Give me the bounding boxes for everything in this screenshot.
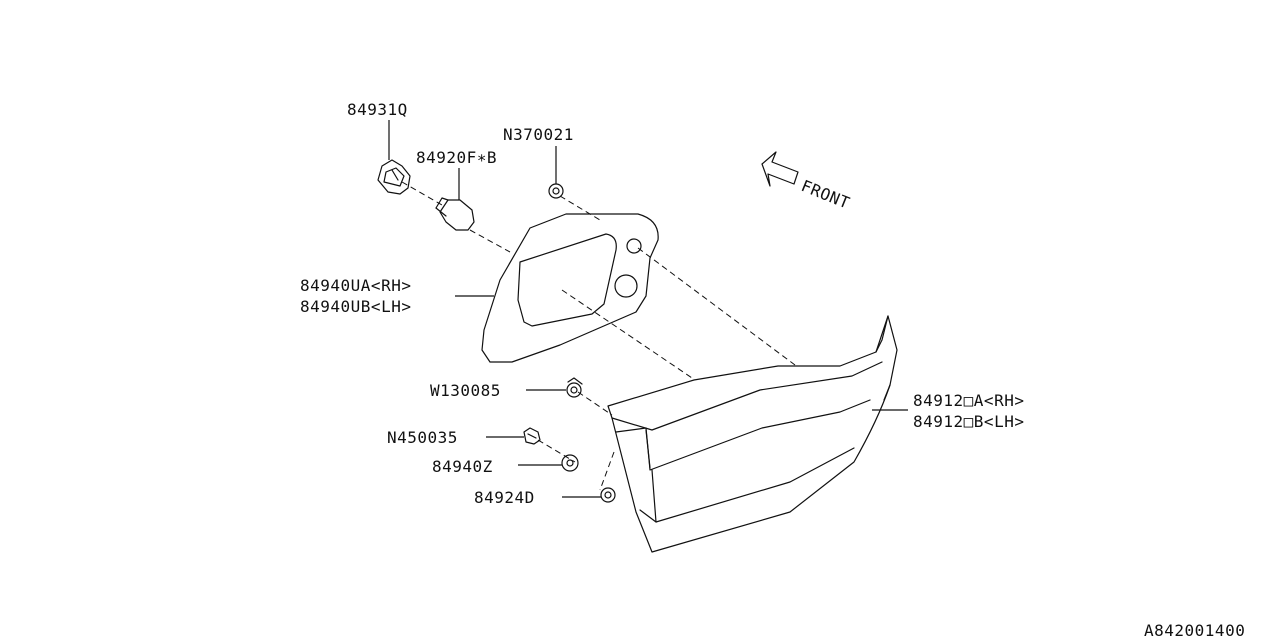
callout-84912A: 84912□A<RH>: [913, 391, 1024, 410]
callout-W130085: W130085: [430, 381, 501, 400]
front-arrow-icon: [761, 151, 799, 187]
callout-84931Q: 84931Q: [347, 100, 408, 119]
grommet-part: [561, 454, 579, 472]
cap-part: [600, 487, 616, 503]
callout-84940Z: 84940Z: [432, 457, 493, 476]
clip-part: [548, 183, 564, 199]
lamp-housing-part: [607, 315, 898, 553]
bulb-part: [435, 197, 475, 231]
leader-lines: [388, 120, 908, 498]
callout-84940UA: 84940UA<RH>: [300, 276, 411, 295]
callout-84924D: 84924D: [474, 488, 535, 507]
diagram-code: A842001400: [1144, 621, 1245, 640]
front-label: FRONT: [799, 176, 853, 213]
callout-84920F: 84920F∗B: [416, 148, 497, 167]
callout-N450035: N450035: [387, 428, 458, 447]
nut-part: [566, 377, 583, 398]
screw-part: [523, 427, 541, 445]
callout-N370021: N370021: [503, 125, 574, 144]
callout-84912B: 84912□B<LH>: [913, 412, 1024, 431]
callout-84940UB: 84940UB<LH>: [300, 297, 411, 316]
gasket-part: [481, 213, 659, 363]
assembly-dashed-lines: [401, 181, 796, 491]
socket-part: [377, 159, 411, 195]
